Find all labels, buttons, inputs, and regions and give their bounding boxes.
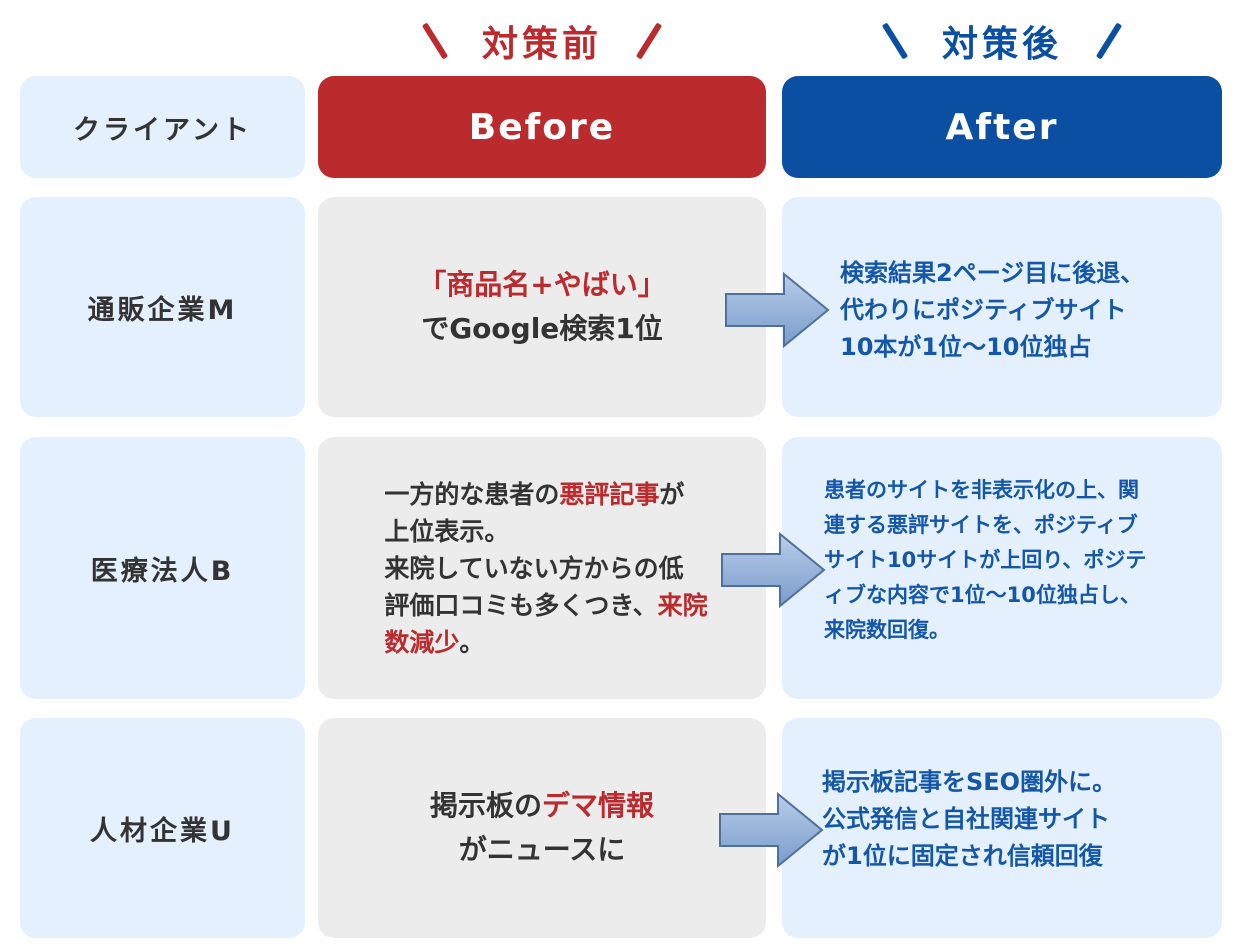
right-arrow-icon bbox=[721, 532, 826, 608]
slash-right-decoration bbox=[1095, 22, 1123, 60]
after-line: 代わりにポジティブサイト bbox=[840, 296, 1127, 324]
before-line: 評価口コミも多くつき、来院 bbox=[384, 587, 707, 624]
before-text: 掲示板のデマ情報 がニュースに bbox=[430, 784, 654, 872]
after-line: 検索結果2ページ目に後退、 bbox=[840, 259, 1145, 287]
before-text-segment: 評価口コミも多くつき、 bbox=[384, 590, 658, 620]
before-highlight: 「商品名+やばい」 bbox=[418, 268, 666, 301]
before-cell: 「商品名+やばい」 でGoogle検索1位 bbox=[318, 197, 766, 417]
before-highlight: 悪評記事 bbox=[559, 479, 660, 509]
before-line: でGoogle検索1位 bbox=[421, 312, 663, 345]
header-after-label: After bbox=[945, 106, 1059, 148]
header-client-cell: クライアント bbox=[20, 76, 305, 178]
after-line: サイト10サイトが上回り、ポジテ bbox=[824, 548, 1147, 572]
before-highlight: 来院 bbox=[657, 590, 708, 620]
before-top-label-text: 対策前 bbox=[481, 24, 602, 65]
before-line: 上位表示。 bbox=[384, 516, 510, 546]
after-line: 公式発信と自社関連サイト bbox=[822, 805, 1110, 833]
after-cell: 検索結果2ページ目に後退、 代わりにポジティブサイト 10本が1位〜10位独占 bbox=[782, 197, 1222, 417]
before-text: 「商品名+やばい」 でGoogle検索1位 bbox=[418, 263, 665, 351]
before-text: 一方的な患者の悪評記事が 上位表示。 来院していない方からの低 評価口コミも多く… bbox=[376, 476, 707, 661]
slash-left-decoration bbox=[881, 22, 909, 60]
before-cell: 一方的な患者の悪評記事が 上位表示。 来院していない方からの低 評価口コミも多く… bbox=[318, 437, 766, 699]
before-highlight: 数減少 bbox=[384, 627, 460, 657]
after-line: 連する悪評サイトを、ポジティブ bbox=[824, 513, 1138, 537]
after-line: 来院数回復。 bbox=[824, 618, 950, 642]
client-cell: 医療法人B bbox=[20, 437, 305, 699]
before-text-segment: 掲示板の bbox=[429, 789, 542, 822]
after-line: ィブな内容で1位〜10位独占し、 bbox=[824, 583, 1141, 607]
slash-left-decoration bbox=[421, 22, 449, 60]
before-text-segment: 一方的な患者の bbox=[384, 479, 560, 509]
before-text-segment: が bbox=[659, 479, 685, 509]
before-line: 掲示板のデマ情報 bbox=[430, 784, 654, 828]
before-text-segment: 。 bbox=[459, 627, 485, 657]
after-top-label: 対策後 bbox=[782, 14, 1222, 68]
after-line: 掲示板記事をSEO圏外に。 bbox=[822, 768, 1117, 796]
client-name: 医療法人B bbox=[90, 555, 235, 587]
before-line: 数減少。 bbox=[384, 624, 707, 661]
right-arrow-icon bbox=[725, 272, 830, 348]
after-cell: 患者のサイトを非表示化の上、関 連する悪評サイトを、ポジティブ サイト10サイト… bbox=[782, 437, 1222, 699]
client-cell: 人材企業U bbox=[20, 718, 305, 938]
before-top-label: 対策前 bbox=[318, 14, 766, 68]
after-line: 患者のサイトを非表示化の上、関 bbox=[824, 478, 1139, 502]
after-text: 掲示板記事をSEO圏外に。 公式発信と自社関連サイト が1位に固定され信頼回復 bbox=[822, 764, 1208, 875]
header-client-label: クライアント bbox=[73, 114, 252, 146]
after-line: 10本が1位〜10位独占 bbox=[840, 333, 1092, 361]
client-cell: 通販企業M bbox=[20, 197, 305, 417]
header-before-cell: Before bbox=[318, 76, 766, 178]
client-name: 人材企業U bbox=[90, 815, 235, 847]
after-cell: 掲示板記事をSEO圏外に。 公式発信と自社関連サイト が1位に固定され信頼回復 bbox=[782, 718, 1222, 938]
before-cell: 掲示板のデマ情報 がニュースに bbox=[318, 718, 766, 938]
after-line: が1位に固定され信頼回復 bbox=[822, 842, 1103, 870]
before-line: がニュースに bbox=[458, 833, 626, 866]
before-line: 一方的な患者の悪評記事が bbox=[384, 476, 707, 513]
before-line: 来院していない方からの低 bbox=[384, 553, 684, 583]
client-name: 通販企業M bbox=[87, 294, 238, 326]
slash-right-decoration bbox=[635, 22, 663, 60]
before-highlight: デマ情報 bbox=[542, 789, 655, 822]
right-arrow-icon bbox=[719, 792, 824, 868]
header-before-label: Before bbox=[468, 106, 616, 148]
after-top-label-text: 対策後 bbox=[941, 24, 1062, 65]
after-text: 検索結果2ページ目に後退、 代わりにポジティブサイト 10本が1位〜10位独占 bbox=[840, 255, 1208, 366]
header-after-cell: After bbox=[782, 76, 1222, 178]
after-text: 患者のサイトを非表示化の上、関 連する悪評サイトを、ポジティブ サイト10サイト… bbox=[824, 473, 1208, 648]
